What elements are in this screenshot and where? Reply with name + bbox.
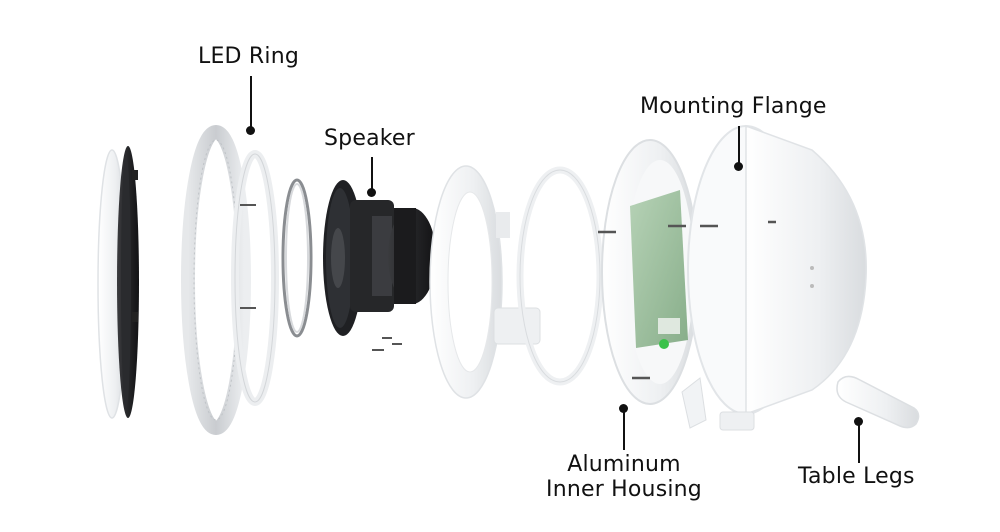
seal-ring	[516, 166, 604, 386]
table-legs-label: Table Legs	[798, 464, 915, 489]
table-legs-part	[681, 375, 920, 429]
inner-housing-leader-line	[623, 410, 625, 450]
speaker-leader-line	[371, 157, 373, 191]
led-diffuser-ring	[231, 150, 279, 406]
aluminum-inner-housing-label-line2: Inner Housing	[546, 477, 702, 502]
mounting-flange-leader-line	[738, 126, 740, 166]
speaker-part	[323, 180, 436, 351]
led-ring-leader-dot	[246, 126, 255, 135]
mounting-flange-part	[687, 124, 867, 431]
mounting-flange-label: Mounting Flange	[640, 94, 827, 119]
aluminum-inner-housing-part	[598, 139, 699, 405]
speaker-label: Speaker	[324, 126, 415, 151]
aluminum-inner-housing-label: Aluminum Inner Housing	[524, 452, 724, 502]
inner-housing-leader-dot	[619, 404, 628, 413]
mounting-flange-leader-dot	[734, 162, 743, 171]
aluminum-inner-housing-label-line1: Aluminum	[567, 452, 681, 477]
speaker-mount-plate	[429, 165, 541, 399]
gasket-ring	[281, 178, 313, 338]
table-legs-leader-line	[858, 423, 860, 463]
table-legs-leader-dot	[854, 417, 863, 426]
led-ring-label: LED Ring	[198, 44, 299, 69]
speaker-leader-dot	[367, 188, 376, 197]
led-ring-leader-line	[250, 76, 252, 128]
grille-panel	[117, 146, 139, 418]
